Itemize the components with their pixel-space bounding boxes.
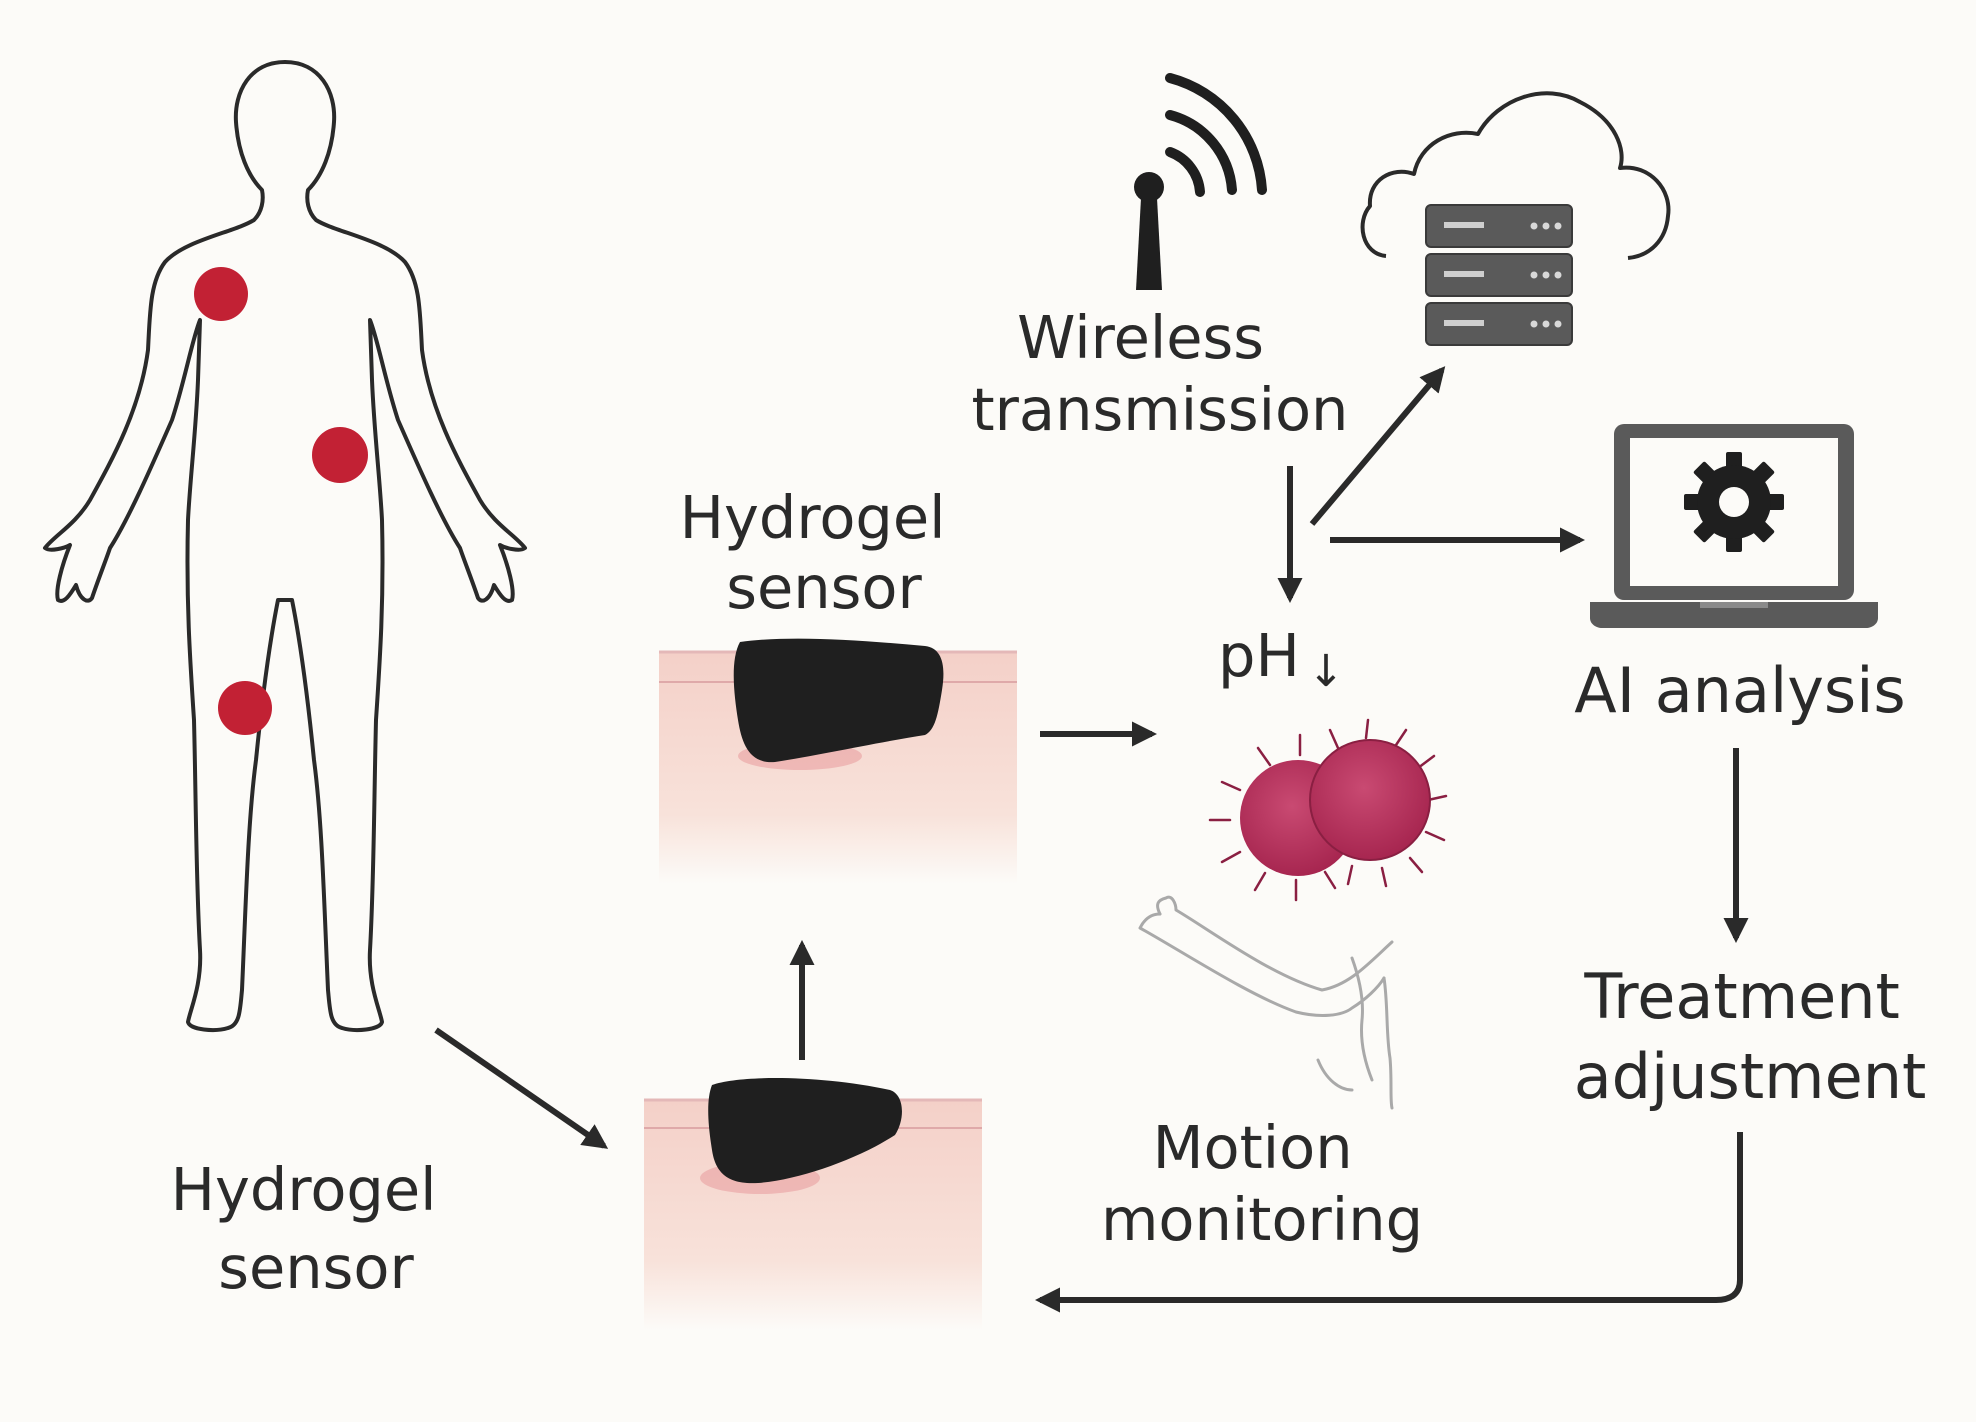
arrow-body-to-patch [434,1027,609,1149]
skin-patch-icon-bottom [644,1078,982,1330]
arrow-treatment-feedback [1034,1132,1743,1313]
ph-label: pH [1218,621,1300,690]
laptop-gear-icon [1590,424,1878,628]
sensor-marker-thigh [218,681,272,735]
wireless-transmission-label: Wireless transmission [972,303,1349,444]
sensor-marker-side [312,427,368,483]
bacteria-icon [1208,718,1448,902]
ai-analysis-label: AI analysis [1574,654,1905,727]
cloud-server-icon [1360,91,1671,346]
hydrogel-sensor-label-bottom: Hydrogel sensor [171,1155,456,1302]
skin-patch-icon-top [659,638,1017,884]
human-body-icon [43,60,527,1032]
motion-monitoring-label: Motion monitoring [1101,1113,1423,1254]
hydrogel-sensor-label-top: Hydrogel sensor [680,483,965,622]
ph-decrease-arrow: ↓ [1308,646,1345,697]
sensor-marker-chest [194,267,248,321]
arrow-to-cloud [1309,366,1446,526]
antenna-icon [1134,73,1267,290]
arm-outline-icon [1138,895,1394,1110]
treatment-adjustment-label: Treatment adjustment [1574,960,1927,1113]
